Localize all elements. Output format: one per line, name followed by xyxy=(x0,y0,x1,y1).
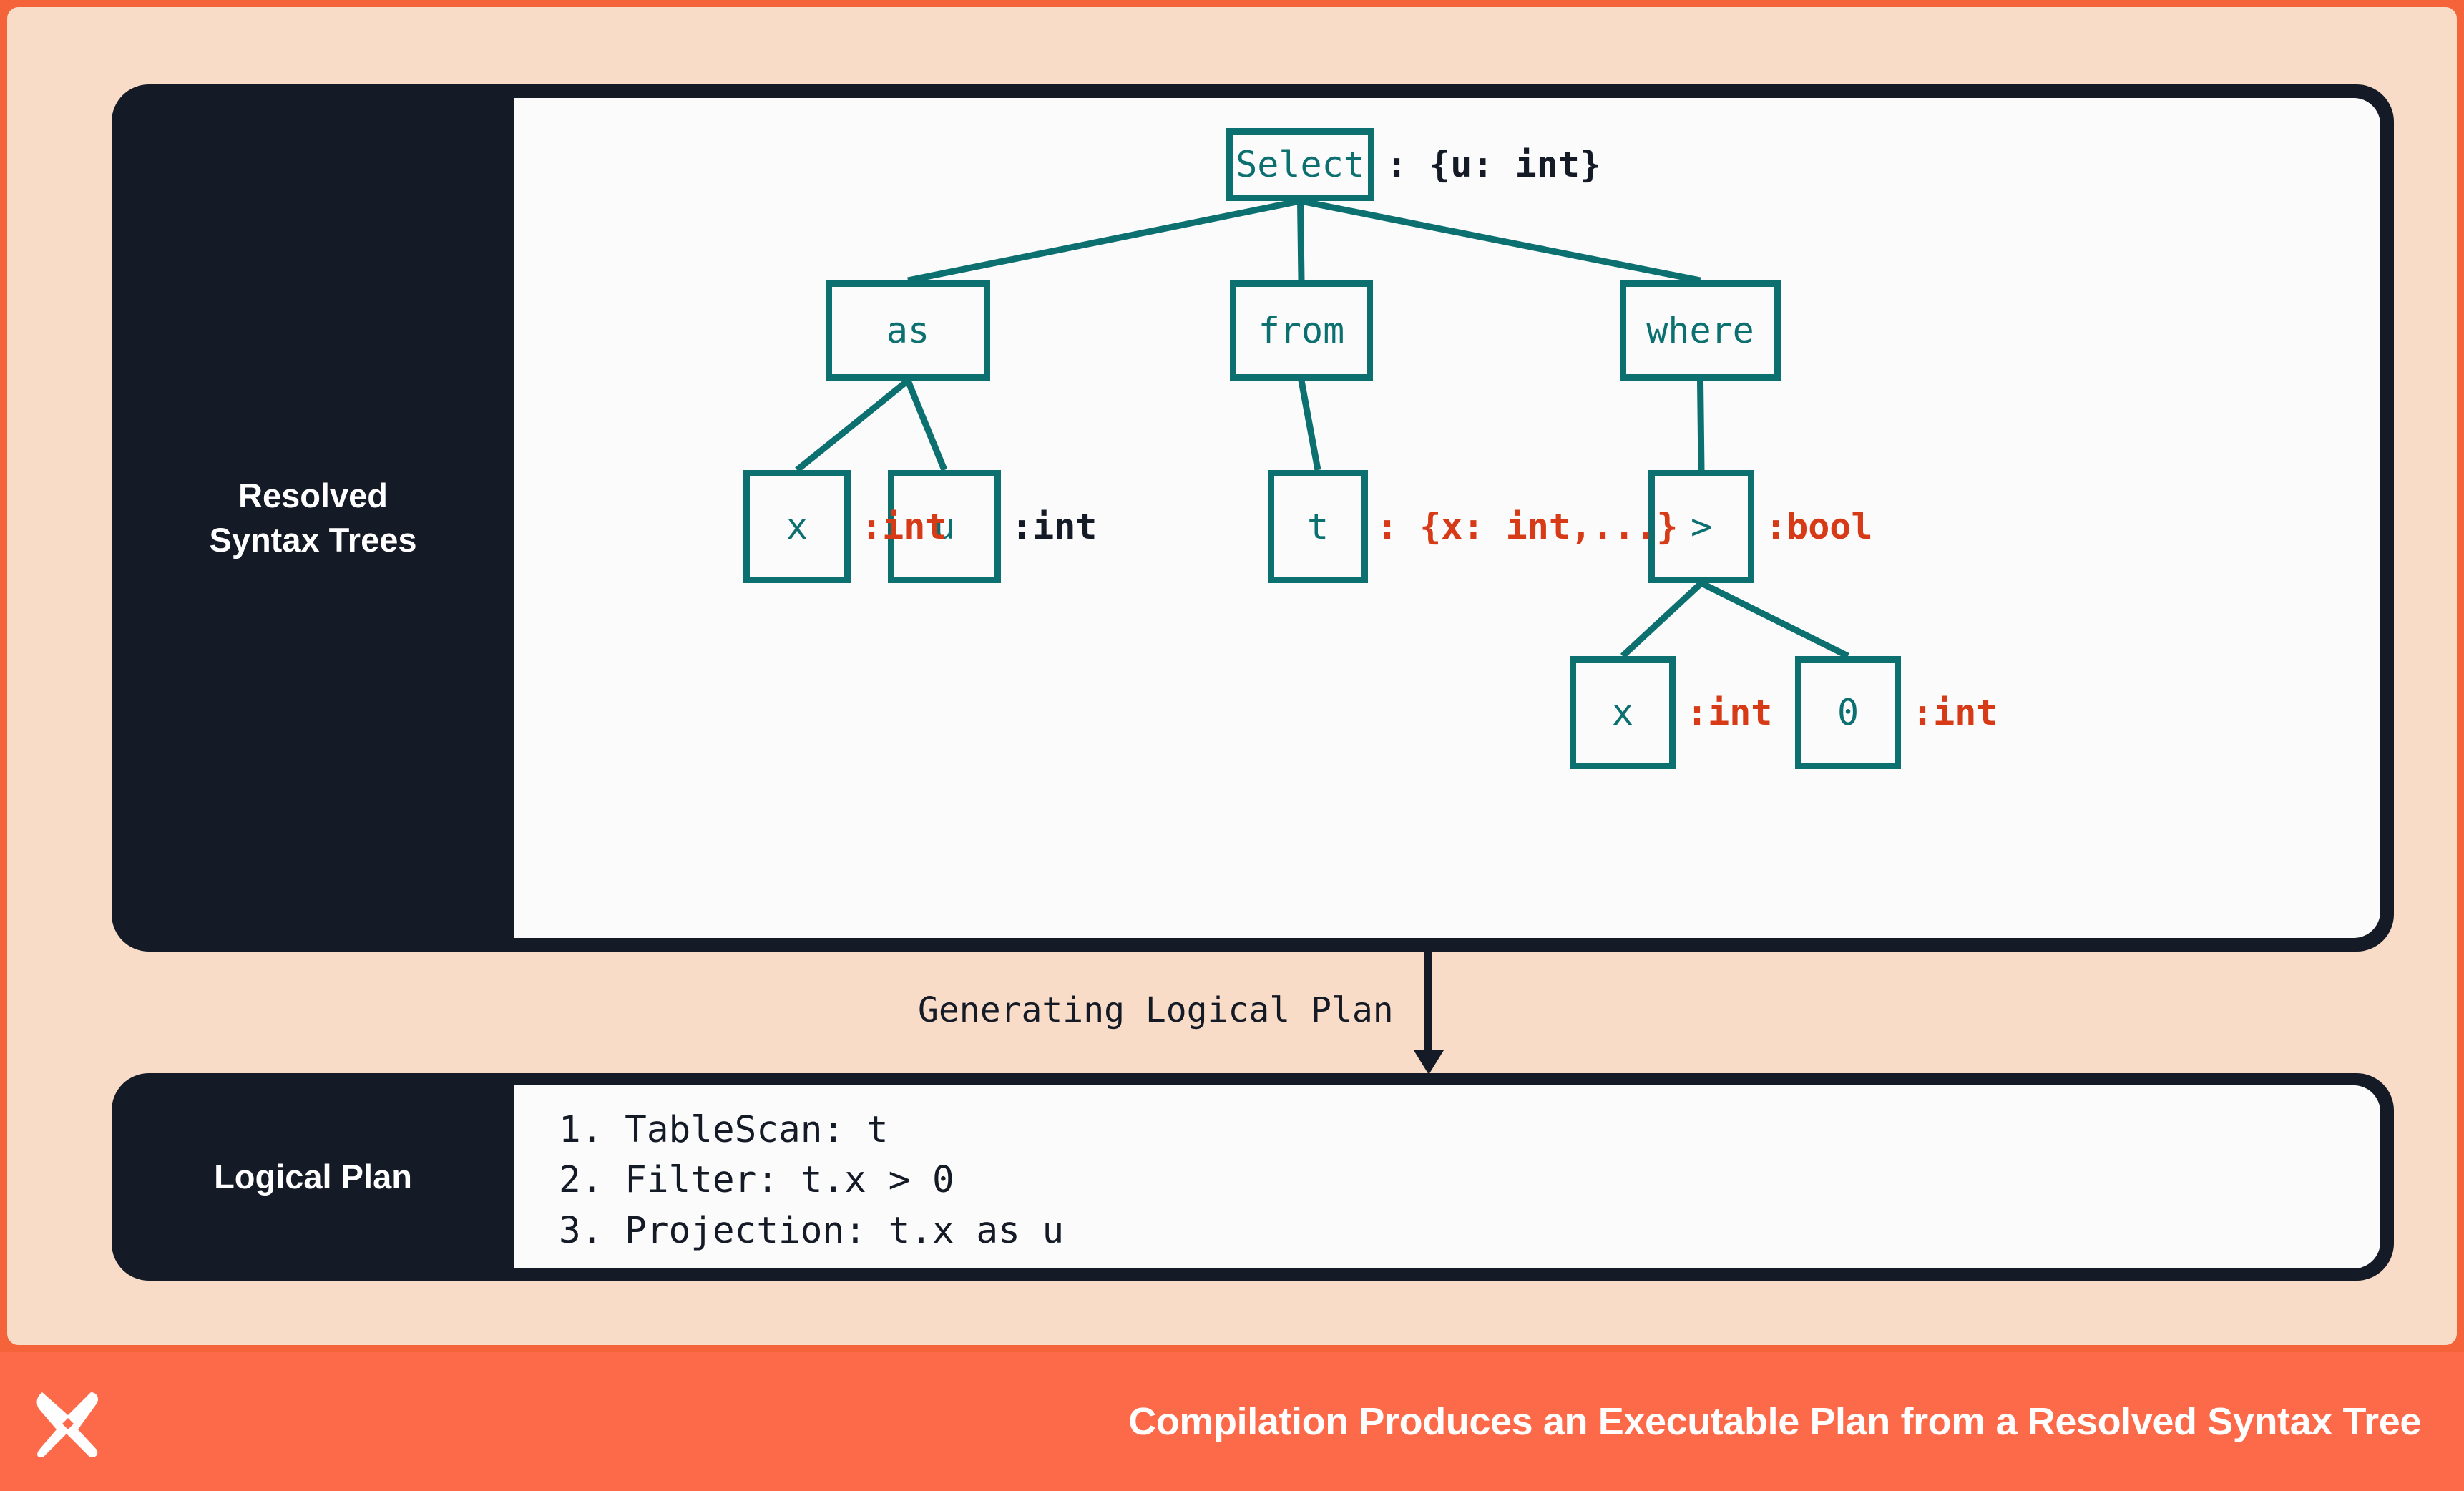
tree-edge-where-to-gt xyxy=(1697,380,1705,471)
logical-plan-panel: Logical Plan 1. TableScan: t 2. Filter: t… xyxy=(112,1073,2394,1281)
type-annotation-ann-as-x: :int xyxy=(861,506,947,547)
type-annotation-ann-gt-0: :int xyxy=(1912,692,1998,733)
tree-edge-gt-to-gt-0 xyxy=(1699,580,1850,660)
resolved-syntax-trees-label: Resolved Syntax Trees xyxy=(209,476,417,559)
logical-plan-step-1: 1. TableScan: t xyxy=(559,1109,889,1151)
type-annotation-ann-gt: :bool xyxy=(1765,506,1873,547)
type-annotation-ann-as-u: :int xyxy=(1011,506,1097,547)
tree-node-gt: > xyxy=(1648,470,1754,583)
footer-bar: Compilation Produces an Executable Plan … xyxy=(0,1352,2464,1491)
tree-node-as-u: u xyxy=(888,470,1001,583)
x-mark-logo-icon xyxy=(36,1392,99,1457)
tree-edge-from-to-from-t xyxy=(1298,380,1321,471)
type-annotation-ann-gt-x: :int xyxy=(1686,692,1773,733)
type-annotation-ann-from-t: : {x: int,...} xyxy=(1377,506,1678,547)
arrow-shaft xyxy=(1424,950,1432,1056)
tree-edge-as-to-as-u xyxy=(904,379,948,471)
tree-edge-select-to-as xyxy=(907,197,1301,284)
footer-title: Compilation Produces an Executable Plan … xyxy=(1128,1400,2421,1443)
logical-plan-step-3: 3. Projection: t.x as u xyxy=(559,1209,1065,1252)
logical-plan-label: Logical Plan xyxy=(214,1157,412,1196)
tree-node-from-t: t xyxy=(1268,470,1368,583)
page-frame: Resolved Syntax Trees Select as from where x… xyxy=(0,0,2464,1352)
type-annotation-ann-select: : {u: int} xyxy=(1386,144,1602,185)
tree-node-where: where xyxy=(1620,280,1781,381)
tree-edge-layer xyxy=(795,197,1850,660)
transition-arrow-icon xyxy=(1414,950,1444,1075)
tree-edge-gt-to-gt-x xyxy=(1620,580,1704,659)
resolved-syntax-trees-panel: Resolved Syntax Trees Select as from where x… xyxy=(112,84,2394,952)
tree-edge-as-to-as-x xyxy=(795,378,910,473)
logical-plan-canvas: 1. TableScan: t 2. Filter: t.x > 0 3. Proj… xyxy=(514,1079,2387,1275)
tree-node-gt-x: x xyxy=(1570,656,1676,769)
tree-node-gt-0: 0 xyxy=(1795,656,1901,769)
transition-caption: Generating Logical Plan xyxy=(918,990,1394,1030)
tree-edge-select-to-where xyxy=(1299,197,1701,284)
tree-node-as: as xyxy=(826,280,990,381)
tree-edge-select-to-from xyxy=(1297,200,1305,281)
arrow-head xyxy=(1414,1050,1444,1075)
logical-plan-steps: 1. TableScan: t 2. Filter: t.x > 0 3. Proj… xyxy=(559,1105,1064,1256)
tree-node-as-x: x xyxy=(743,470,851,583)
logical-plan-step-2: 2. Filter: t.x > 0 xyxy=(559,1159,954,1202)
tree-node-select: Select xyxy=(1226,128,1374,201)
tree-node-from: from xyxy=(1230,280,1373,381)
